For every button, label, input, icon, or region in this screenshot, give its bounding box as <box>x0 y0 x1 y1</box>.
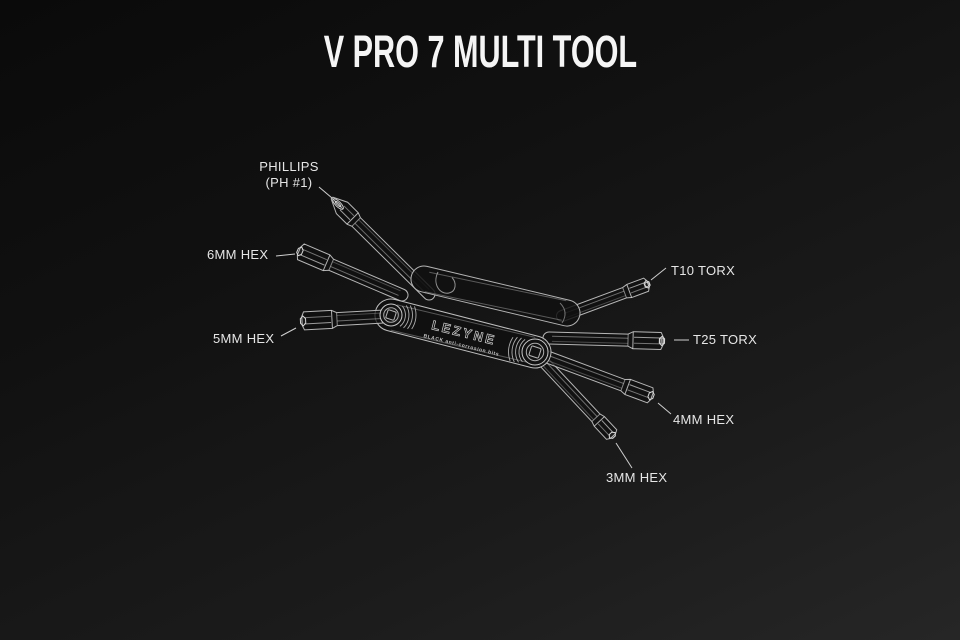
label-3mm-hex: 3MM HEX <box>606 470 668 485</box>
back-bits-layer <box>296 196 651 322</box>
label-phillips: PHILLIPS (PH #1) <box>237 159 341 191</box>
tool-back-plate <box>410 265 581 327</box>
label-4mm-hex: 4MM HEX <box>673 412 735 427</box>
mid-bits-layer <box>534 331 666 440</box>
label-phillips-line2: (PH #1) <box>265 175 313 190</box>
phillips-leader-line <box>318 186 333 199</box>
t10-leader-line <box>650 267 667 281</box>
hex5-leader-line <box>280 327 297 337</box>
hex6-bit <box>296 243 409 302</box>
pivot-bolts <box>379 303 549 366</box>
hex4-leader-line <box>657 402 672 415</box>
left-pivot-bolt <box>379 303 403 327</box>
leader-lines <box>275 186 689 469</box>
right-pivot-bolt <box>521 338 549 366</box>
label-t25-torx: T25 TORX <box>693 332 758 347</box>
page-title: V PRO 7 MULTI TOOL <box>0 26 960 78</box>
label-6mm-hex: 6MM HEX <box>207 247 269 262</box>
page-title-text: V PRO 7 MULTI TOOL <box>323 26 637 77</box>
spring-washer-arcs <box>399 305 526 363</box>
label-phillips-line1: PHILLIPS <box>259 159 319 174</box>
label-5mm-hex: 5MM HEX <box>213 331 275 346</box>
label-t10-torx: T10 TORX <box>671 263 736 278</box>
tool-front-plate <box>374 298 552 369</box>
hex6-leader-line <box>275 253 296 257</box>
t25-bit <box>542 331 666 350</box>
hex3-leader-line <box>615 442 633 469</box>
